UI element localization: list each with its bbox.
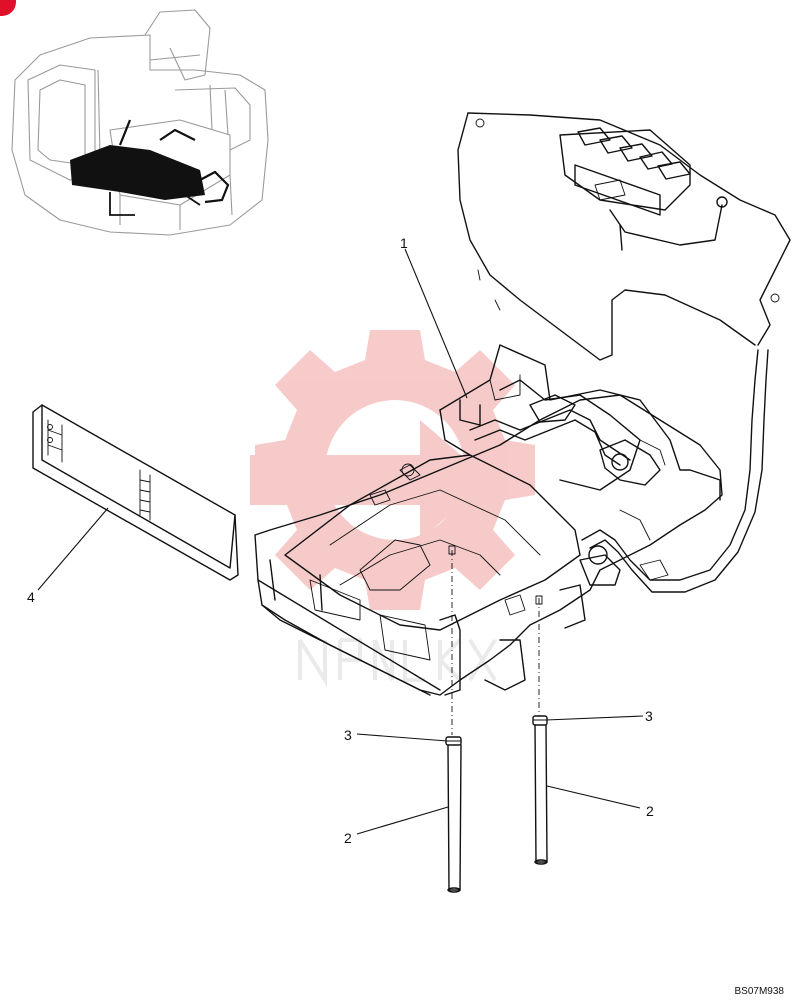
- air-filter: [32, 404, 239, 581]
- leader-2a: [356, 806, 449, 835]
- leader-1: [404, 248, 468, 399]
- callout-2-left: 2: [344, 830, 352, 846]
- cab-floor-outline: [457, 112, 791, 361]
- leader-2b: [546, 785, 641, 809]
- callout-3-right: 3: [645, 708, 653, 724]
- leader-3a: [356, 733, 448, 742]
- callout-2-right: 2: [646, 803, 654, 819]
- drawing-code: BS07M938: [734, 986, 784, 997]
- callout-3-left: 3: [344, 727, 352, 743]
- leader-3b: [545, 715, 644, 721]
- excavator-overview-inset: [11, 9, 269, 236]
- drain-hose-left: [445, 736, 462, 893]
- callout-1: 1: [400, 235, 408, 251]
- callout-4: 4: [27, 589, 35, 605]
- watermark-logo: [250, 330, 535, 687]
- corner-badge: [0, 0, 16, 16]
- heater-unit: [254, 344, 769, 735]
- leader-4: [37, 507, 109, 591]
- drain-hose-right: [532, 715, 548, 865]
- inset-highlight: [70, 145, 205, 200]
